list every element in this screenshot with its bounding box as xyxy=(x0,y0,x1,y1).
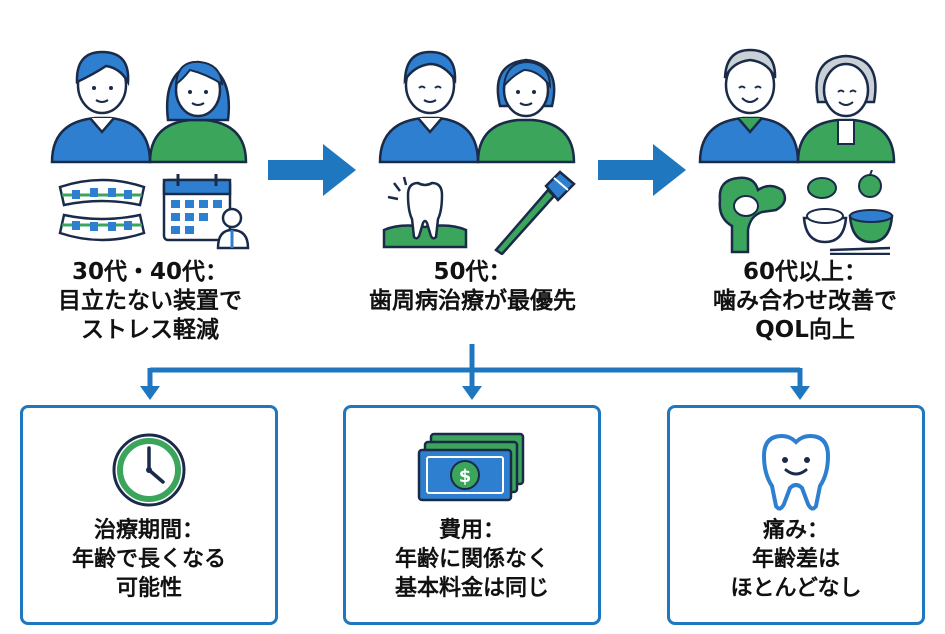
stage-line: 目立たない装置で xyxy=(58,288,242,314)
jaw-joint-icon xyxy=(718,176,787,254)
healthy-meal-icon xyxy=(802,170,894,255)
stage-line: QOL向上 xyxy=(755,317,855,343)
cost-box: $ 費用： 年齢に関係なく 基本料金は同じ xyxy=(343,405,601,625)
stage-60s-plus-text: 60代以上： 噛み合わせ改善で QOL向上 xyxy=(680,258,930,345)
middle-aged-couple-icon xyxy=(378,50,576,164)
stage-line: 60代以上： xyxy=(742,259,867,285)
box-line: 可能性 xyxy=(115,576,182,601)
stage-60s-plus xyxy=(690,40,930,340)
elderly-couple-icon xyxy=(698,48,896,164)
box-line: 治療期間： xyxy=(93,518,204,543)
treatment-period-text: 治療期間： 年齢で長くなる 可能性 xyxy=(23,516,275,603)
right-arrow-icon xyxy=(598,144,686,196)
stage-line: 噛み合わせ改善で xyxy=(713,288,897,314)
smiling-tooth-icon xyxy=(761,433,831,511)
branch-connector xyxy=(140,344,810,400)
stage-line: 歯周病治療が最優先 xyxy=(369,288,576,314)
stage-30s-40s-text: 30代・40代： 目立たない装置で ストレス軽減 xyxy=(20,258,280,345)
clock-icon xyxy=(112,433,186,507)
box-line: 年齢差は xyxy=(751,547,840,572)
cost-text: 費用： 年齢に関係なく 基本料金は同じ xyxy=(346,516,598,603)
young-couple-icon xyxy=(50,50,248,164)
stage-30s-40s xyxy=(30,40,270,340)
box-line: 年齢に関係なく xyxy=(394,547,549,572)
stage-line: ストレス軽減 xyxy=(81,317,219,343)
box-line: 基本料金は同じ xyxy=(394,576,549,601)
money-icon: $ xyxy=(417,432,525,502)
box-line: 費用： xyxy=(438,518,505,543)
stage-50s-text: 50代： 歯周病治療が最優先 xyxy=(340,258,605,316)
stage-50s xyxy=(360,40,600,340)
box-line: 痛み： xyxy=(762,518,829,543)
pain-text: 痛み： 年齢差は ほとんどなし xyxy=(670,516,922,603)
stage-line: 30代・40代： xyxy=(71,259,228,285)
stage-line: 50代： xyxy=(433,259,512,285)
calendar-doctor-icon xyxy=(162,174,250,250)
treatment-period-box: 治療期間： 年齢で長くなる 可能性 xyxy=(20,405,278,625)
toothbrush-icon xyxy=(494,170,576,255)
dollar-symbol: $ xyxy=(459,466,472,487)
braces-icon xyxy=(58,178,146,242)
box-line: ほとんどなし xyxy=(730,576,862,601)
sensitive-tooth-icon xyxy=(382,176,468,249)
pain-box: 痛み： 年齢差は ほとんどなし xyxy=(667,405,925,625)
box-line: 年齢で長くなる xyxy=(71,547,226,572)
right-arrow-icon xyxy=(268,144,356,196)
